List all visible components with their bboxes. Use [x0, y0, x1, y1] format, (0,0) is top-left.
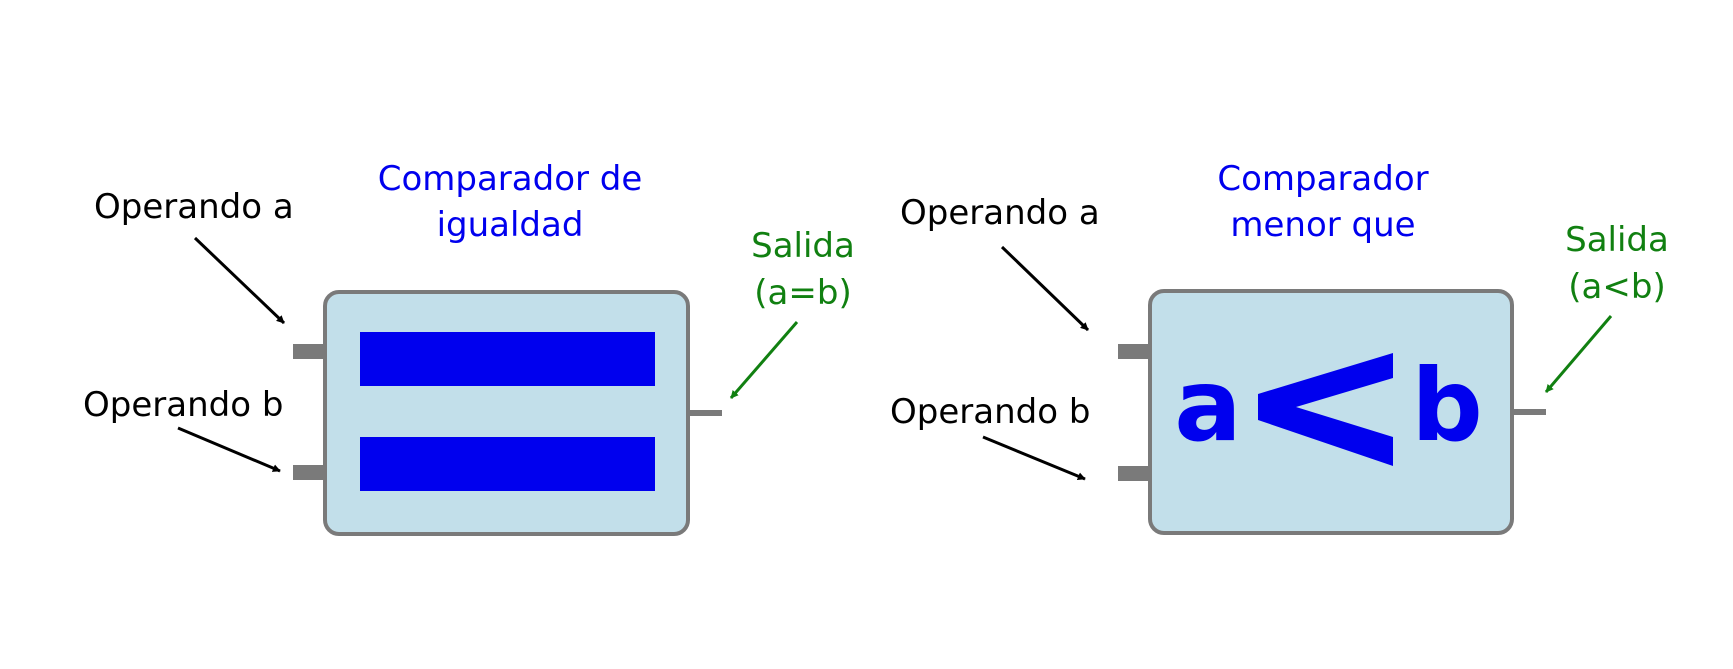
equality-title-line2: igualdad [437, 205, 584, 245]
less-than-title-line2: menor que [1230, 205, 1415, 245]
less-than-input-b-arrow [982, 435, 1086, 481]
less-than-output-arrow [1544, 315, 1613, 393]
equality-input-b-pin [293, 465, 326, 480]
equality-input-a-label: Operando a [94, 187, 294, 227]
less-than-input-a-label: Operando a [900, 193, 1100, 233]
less-than-output-label-line2: (a<b) [1568, 267, 1665, 307]
less-than-comparator: Comparador menor que a b Operando a Oper… [890, 159, 1669, 535]
equals-bar-bottom [360, 437, 655, 491]
less-than-input-a-pin [1118, 344, 1151, 359]
less-than-comparator-box [1148, 289, 1514, 535]
less-than-symbol-chevron [1258, 353, 1393, 466]
less-than-title-line1: Comparador [1217, 159, 1428, 199]
equality-input-b-label: Operando b [83, 385, 283, 425]
equality-comparator-box [323, 290, 690, 536]
less-than-symbol-a: a [1174, 347, 1241, 464]
less-than-input-a-arrow [1000, 245, 1090, 332]
equality-input-a-pin [293, 344, 326, 359]
less-than-output-pin [1512, 409, 1546, 415]
equality-output-pin [688, 410, 722, 416]
equality-output-label-line1: Salida [751, 226, 855, 266]
equality-output-label-line2: (a=b) [754, 273, 851, 313]
equals-bar-top [360, 332, 655, 386]
less-than-input-b-pin [1118, 466, 1151, 481]
equality-title-line1: Comparador de [378, 159, 643, 199]
equality-comparator: Comparador de igualdad Operando a Operan… [83, 159, 855, 536]
equality-output-arrow [729, 321, 799, 399]
less-than-input-b-label: Operando b [890, 392, 1090, 432]
equality-input-b-arrow [177, 426, 281, 473]
less-than-symbol-b: b [1411, 347, 1483, 464]
less-than-output-label-line1: Salida [1565, 220, 1669, 260]
equality-input-a-arrow [193, 236, 286, 325]
